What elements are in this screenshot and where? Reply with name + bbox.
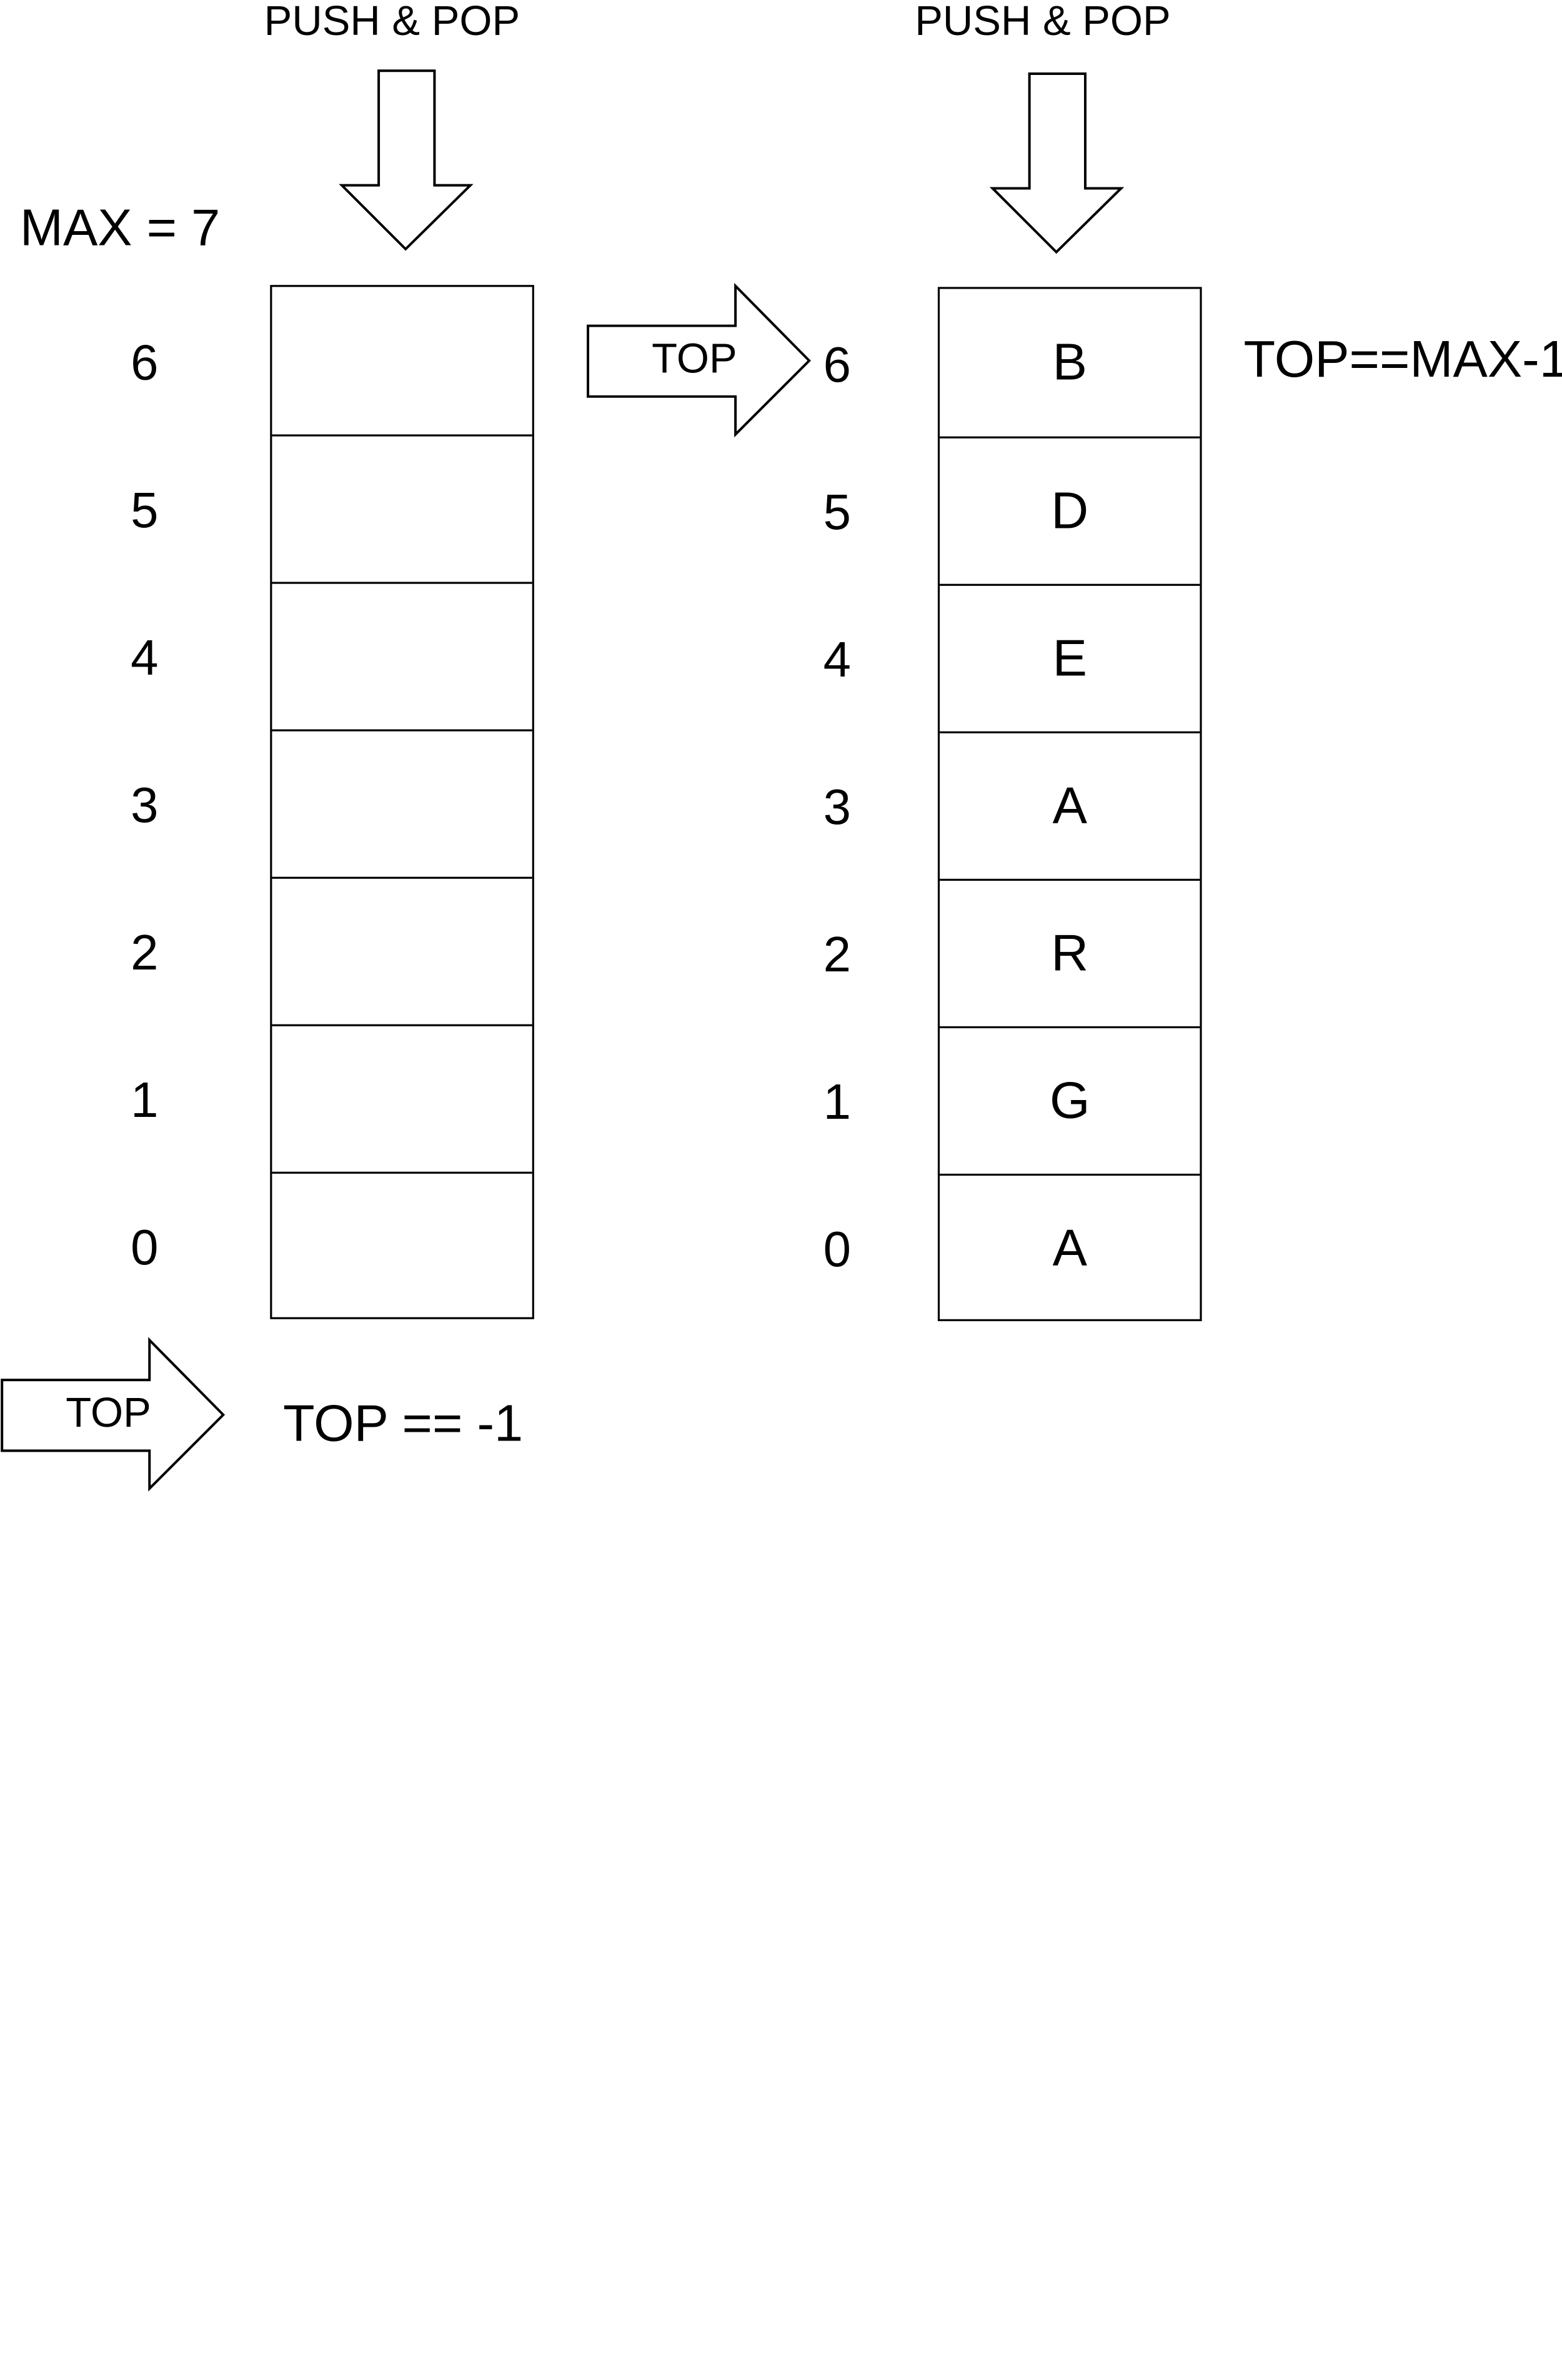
right-stack-cell-4: E — [940, 583, 1200, 731]
left-index-0: 0 — [131, 1219, 159, 1276]
left-stack-cell-4 — [272, 582, 532, 729]
left-index-2: 2 — [131, 925, 159, 981]
left-push-pop-label: PUSH & POP — [264, 0, 520, 44]
left-stack-cell-0 — [272, 1171, 532, 1319]
right-stack-cell-3: A — [940, 731, 1200, 879]
right-index-3: 3 — [823, 779, 851, 835]
right-stack: B D E A R G A — [937, 287, 1202, 1321]
left-stack-cell-6 — [272, 287, 532, 434]
left-push-pop-down-arrow-icon — [339, 69, 474, 251]
right-top-pointer-arrow-icon — [587, 282, 811, 438]
right-index-4: 4 — [823, 632, 851, 688]
right-index-5: 5 — [823, 484, 851, 540]
left-top-pointer-arrow-icon — [1, 1337, 226, 1492]
right-stack-cell-5: D — [940, 436, 1200, 584]
left-top-pointer-label: TOP — [66, 1389, 151, 1436]
left-stack-cell-5 — [272, 434, 532, 582]
max-label: MAX = 7 — [19, 199, 221, 257]
right-index-1: 1 — [823, 1074, 851, 1130]
left-stack-cell-1 — [272, 1024, 532, 1172]
right-push-pop-label: PUSH & POP — [915, 0, 1171, 44]
right-stack-cell-1: G — [940, 1026, 1200, 1174]
left-index-1: 1 — [131, 1072, 159, 1128]
right-top-pointer-label: TOP — [652, 334, 737, 382]
right-top-condition: TOP==MAX-1 — [1243, 330, 1562, 389]
right-index-0: 0 — [823, 1221, 851, 1277]
right-stack-cell-2: R — [940, 878, 1200, 1026]
left-index-3: 3 — [131, 777, 159, 833]
left-index-6: 6 — [131, 334, 159, 391]
right-index-2: 2 — [823, 926, 851, 983]
right-stack-cell-6: B — [1052, 334, 1087, 392]
left-stack-cell-3 — [272, 729, 532, 877]
left-top-condition: TOP == -1 — [282, 1395, 524, 1453]
left-stack — [270, 285, 534, 1319]
left-index-5: 5 — [131, 482, 159, 538]
right-stack-cell-0: A — [940, 1173, 1200, 1321]
right-push-pop-down-arrow-icon — [989, 72, 1125, 254]
left-stack-cell-2 — [272, 876, 532, 1024]
left-index-4: 4 — [131, 630, 159, 686]
right-index-6: 6 — [823, 337, 851, 393]
